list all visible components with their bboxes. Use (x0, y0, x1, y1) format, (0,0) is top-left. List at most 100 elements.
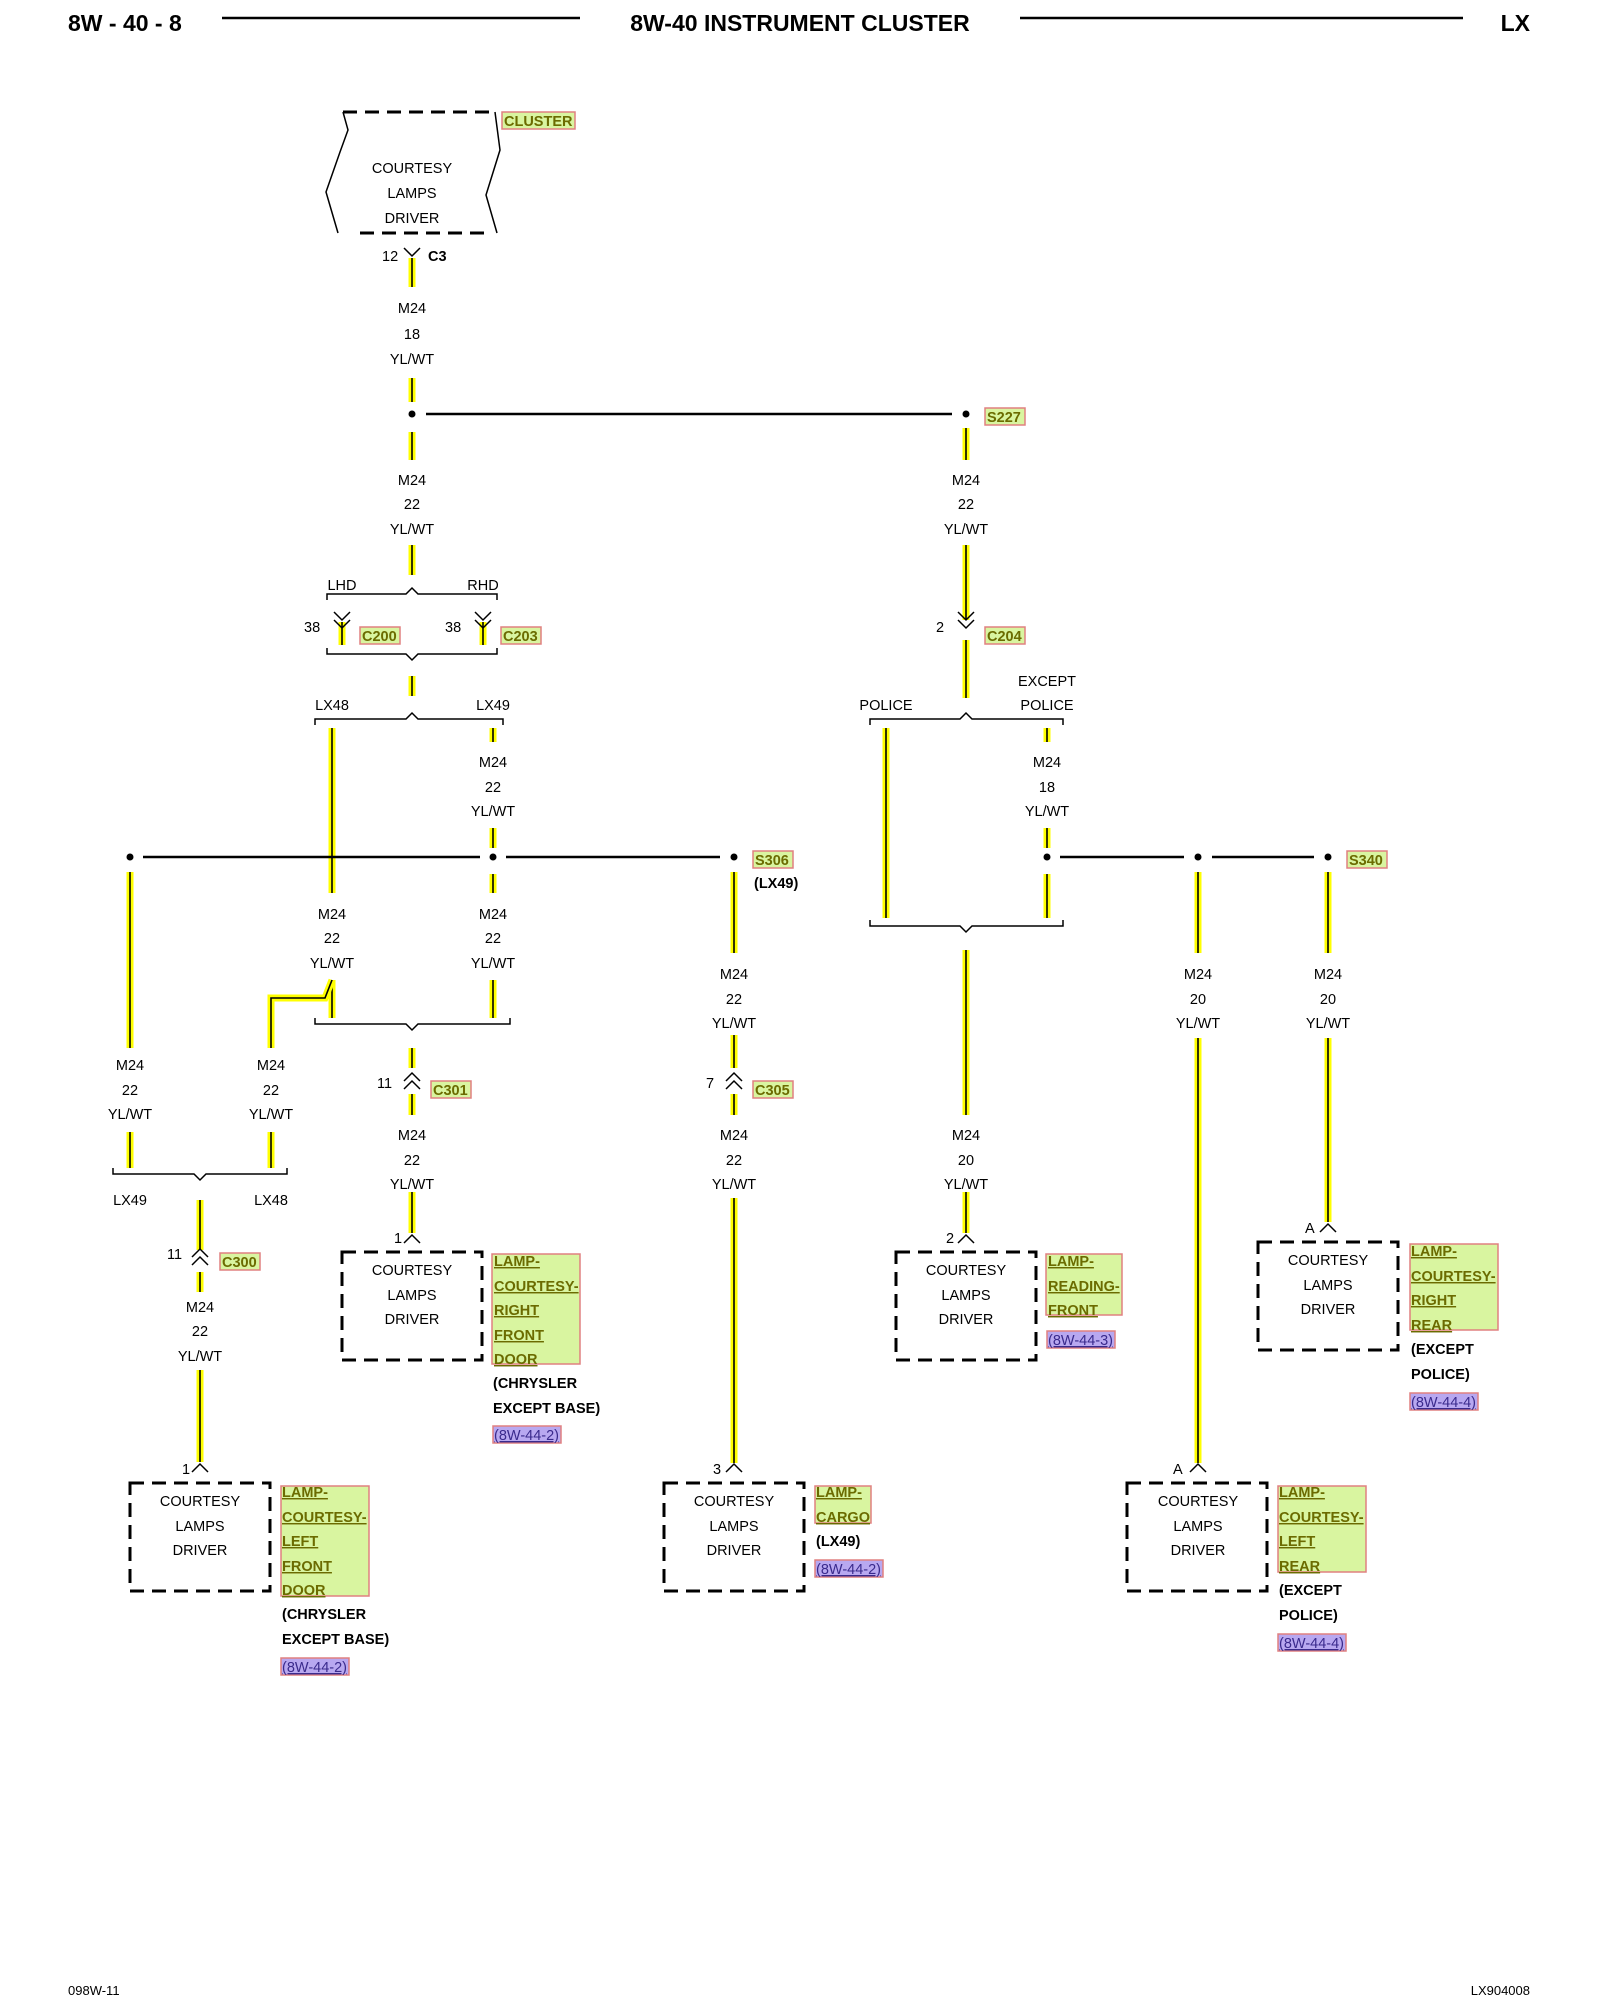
wire-label-circuit: M24 (398, 473, 426, 489)
wire-label-gauge: 22 (726, 1153, 742, 1169)
wire-label-gauge: 22 (404, 497, 420, 513)
svg-text:11: 11 (167, 1247, 182, 1263)
svg-text:EXCEPT BASE): EXCEPT BASE) (282, 1632, 389, 1648)
option-except-police-2: POLICE (1020, 698, 1074, 714)
splice-s227-label[interactable]: S227 (987, 410, 1021, 426)
component-courtesy-right-rear[interactable]: A COURTESY LAMPS DRIVER LAMP- COURTESY- … (1256, 1221, 1499, 1411)
wire-label-color: YL/WT (471, 956, 515, 972)
wire-label-gauge: 20 (958, 1153, 974, 1169)
svg-text:(8W-44-2): (8W-44-2) (282, 1660, 347, 1676)
svg-text:REAR: REAR (1411, 1318, 1453, 1334)
svg-text:LAMPS: LAMPS (1173, 1519, 1222, 1535)
svg-text:DRIVER: DRIVER (1301, 1302, 1356, 1318)
wire-label-circuit: M24 (186, 1300, 214, 1316)
svg-text:DRIVER: DRIVER (1171, 1543, 1226, 1559)
connector-c305[interactable]: 7 C305 (706, 1071, 794, 1099)
svg-text:C200: C200 (362, 629, 397, 645)
splice-dots (126, 410, 1332, 861)
svg-text:COURTESY-: COURTESY- (1411, 1269, 1496, 1285)
svg-text:EXCEPT BASE): EXCEPT BASE) (493, 1401, 600, 1417)
option-lhd: LHD (327, 578, 356, 594)
connector-c203[interactable]: 38 C203 (445, 611, 542, 645)
splice-s306-label[interactable]: S306 (755, 853, 789, 869)
wire-label-color: YL/WT (249, 1107, 293, 1123)
connector-c300[interactable]: 11 C300 (167, 1247, 261, 1271)
wire-label-gauge: 22 (485, 780, 501, 796)
option-lx49: LX49 (476, 698, 510, 714)
svg-text:(8W-44-4): (8W-44-4) (1411, 1395, 1476, 1411)
svg-text:C305: C305 (755, 1083, 790, 1099)
cluster-label[interactable]: CLUSTER (504, 114, 573, 130)
wire-label-gauge: 20 (1190, 992, 1206, 1008)
svg-text:LAMPS: LAMPS (1303, 1278, 1352, 1294)
svg-text:(EXCEPT: (EXCEPT (1279, 1583, 1342, 1599)
component-cargo-lamp[interactable]: 3 COURTESY LAMPS DRIVER LAMP- CARGO (LX4… (662, 1462, 884, 1593)
svg-text:11: 11 (377, 1076, 392, 1092)
component-courtesy-left-rear[interactable]: A COURTESY LAMPS DRIVER LAMP- COURTESY- … (1125, 1462, 1367, 1652)
svg-text:POLICE): POLICE) (1279, 1608, 1338, 1624)
wire-label-gauge: 22 (404, 1153, 420, 1169)
wire-label-color: YL/WT (712, 1016, 756, 1032)
connector-c204[interactable]: 2 C204 (936, 611, 1026, 645)
svg-text:2: 2 (946, 1231, 954, 1247)
wire-label-color: YL/WT (471, 804, 515, 820)
wire-label-gauge: 18 (1039, 780, 1055, 796)
svg-text:LAMPS: LAMPS (175, 1519, 224, 1535)
component-courtesy-left-front-door[interactable]: 1 COURTESY LAMPS DRIVER LAMP- COURTESY- … (128, 1462, 389, 1676)
svg-text:REAR: REAR (1279, 1559, 1321, 1575)
connector-c301[interactable]: 11 C301 (377, 1071, 472, 1099)
wire-label-circuit: M24 (479, 907, 507, 923)
svg-text:(8W-44-3): (8W-44-3) (1048, 1333, 1113, 1349)
svg-text:(CHRYSLER: (CHRYSLER (282, 1607, 367, 1623)
svg-text:COURTESY: COURTESY (372, 1263, 453, 1279)
svg-text:38: 38 (445, 620, 461, 636)
splice-s306-box (752, 850, 794, 869)
connector-c200[interactable]: 38 C200 (304, 611, 401, 645)
component-courtesy-right-front-door[interactable]: 1 COURTESY LAMPS DRIVER LAMP- COURTESY- … (340, 1231, 600, 1444)
wire-label-color: YL/WT (1306, 1016, 1350, 1032)
svg-text:CARGO: CARGO (816, 1510, 870, 1526)
cluster-module[interactable]: COURTESY LAMPS DRIVER (325, 110, 501, 235)
wire-labels: M24 18 YL/WT M24 22 YL/WT M24 22 YL/WT M… (108, 301, 1350, 1365)
svg-text:2: 2 (936, 620, 944, 636)
svg-text:1: 1 (394, 1231, 402, 1247)
wire-label-color: YL/WT (712, 1177, 756, 1193)
svg-text:38: 38 (304, 620, 320, 636)
wire-label-circuit: M24 (720, 1128, 748, 1144)
svg-text:(LX49): (LX49) (816, 1534, 860, 1550)
svg-text:FRONT: FRONT (494, 1328, 544, 1344)
option-lx49-left: LX49 (113, 1193, 147, 1209)
wire-label-circuit: M24 (479, 755, 507, 771)
wire-label-gauge: 22 (726, 992, 742, 1008)
wire-label-color: YL/WT (310, 956, 354, 972)
wire-label-circuit: M24 (720, 967, 748, 983)
wire-label-color: YL/WT (1176, 1016, 1220, 1032)
svg-text:C300: C300 (222, 1255, 257, 1271)
wire-label-gauge: 20 (1320, 992, 1336, 1008)
wire-label-color: YL/WT (178, 1349, 222, 1365)
splice-s340-box (1346, 850, 1388, 869)
wire-label-color: YL/WT (108, 1107, 152, 1123)
cluster-text-2: LAMPS (387, 186, 436, 202)
svg-text:7: 7 (706, 1076, 714, 1092)
wire-label-gauge: 22 (485, 931, 501, 947)
wire-label-gauge: 22 (122, 1083, 138, 1099)
cluster-label-box (501, 111, 576, 130)
svg-text:LAMP-: LAMP- (816, 1485, 862, 1501)
wire-segments (126, 258, 1332, 1463)
component-reading-front[interactable]: 2 COURTESY LAMPS DRIVER LAMP- READING- F… (894, 1231, 1123, 1362)
svg-text:3: 3 (713, 1462, 721, 1478)
wire-label-circuit: M24 (1033, 755, 1061, 771)
wire-label-color: YL/WT (390, 522, 434, 538)
svg-text:FRONT: FRONT (1048, 1303, 1098, 1319)
wire-label-gauge: 22 (324, 931, 340, 947)
splice-lines (143, 412, 1314, 859)
svg-text:DRIVER: DRIVER (939, 1312, 994, 1328)
splice-s340-label[interactable]: S340 (1349, 853, 1383, 869)
svg-text:READING-: READING- (1048, 1279, 1120, 1295)
option-police: POLICE (859, 698, 913, 714)
wire-label-color: YL/WT (1025, 804, 1069, 820)
wire-label-gauge: 22 (958, 497, 974, 513)
cluster-pin-chevron (403, 247, 421, 258)
